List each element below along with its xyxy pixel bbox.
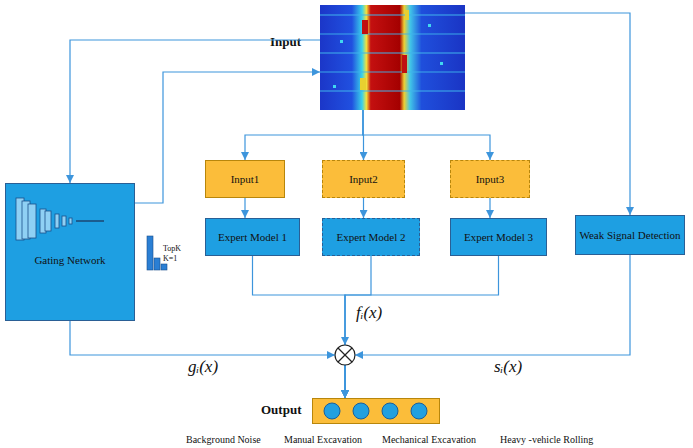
heatmap-spot xyxy=(360,78,366,90)
connector-line xyxy=(362,110,364,160)
node-label: Input3 xyxy=(476,173,505,186)
expert-box: Expert Model 1 xyxy=(205,218,300,256)
heatmap-streak xyxy=(320,71,465,73)
topk-label: K=1 xyxy=(163,254,177,263)
class-label: Background Noise xyxy=(186,434,261,445)
connector-line xyxy=(245,110,363,160)
node-label: Expert Model 2 xyxy=(336,231,405,244)
cnn-layer xyxy=(45,211,51,231)
multiply-cross xyxy=(338,348,352,362)
cnn-layer xyxy=(28,204,36,238)
output-unit xyxy=(382,403,398,419)
input-image: Input xyxy=(320,5,465,110)
connector-line xyxy=(135,72,320,203)
connector-line xyxy=(253,256,346,398)
connector-line xyxy=(345,255,630,398)
class-label: Mechanical Excavation xyxy=(382,434,476,445)
heatmap-streak xyxy=(320,90,465,92)
arrow-head xyxy=(327,351,335,359)
detector-box: Weak Signal Detection xyxy=(575,215,685,255)
heatmap-spot xyxy=(405,10,409,20)
cnn-layer xyxy=(69,218,72,224)
multiply-circle xyxy=(335,345,355,365)
multiply-symbol xyxy=(327,337,363,365)
cnn-icon xyxy=(16,198,104,240)
expert-box: Expert Model 2 xyxy=(322,218,420,256)
output-unit xyxy=(353,403,369,419)
heatmap-base xyxy=(320,5,465,110)
topk-bar xyxy=(161,264,167,270)
topk-bar xyxy=(154,258,160,270)
heatmap-spot xyxy=(333,85,336,88)
input-box: Input2 xyxy=(322,160,405,198)
heatmap-spot xyxy=(402,55,407,73)
class-label: Manual Excavation xyxy=(284,434,362,445)
heatmap-spot xyxy=(362,20,368,34)
topk-label: TopK xyxy=(163,244,181,253)
connector-line xyxy=(489,198,490,218)
gating-box: Gating Network xyxy=(5,183,135,321)
node-heading: Output xyxy=(261,403,301,418)
node-label: Input1 xyxy=(231,173,260,186)
heatmap-streak xyxy=(320,52,465,54)
multiply-cross xyxy=(338,348,352,362)
connector-line xyxy=(244,198,245,218)
output-box: Output xyxy=(312,398,440,424)
node-label: Input2 xyxy=(349,173,378,186)
output-units xyxy=(324,403,427,419)
arrow-head xyxy=(341,337,349,345)
heatmap-spot xyxy=(340,40,343,43)
heatmap-streak xyxy=(320,33,465,35)
connector-line xyxy=(345,256,371,398)
heatmap-spot xyxy=(440,62,443,65)
connector-line xyxy=(345,256,499,398)
input-box: Input1 xyxy=(205,160,285,198)
node-label: Expert Model 1 xyxy=(218,231,287,244)
signal-label: gᵢ(x) xyxy=(188,357,218,377)
output-unit xyxy=(411,403,427,419)
connector-line xyxy=(70,40,320,183)
node-label: Gating Network xyxy=(34,254,105,267)
connector-line xyxy=(70,321,345,398)
heatmap-spot xyxy=(428,24,431,27)
output-unit xyxy=(324,403,340,419)
class-label: Heavy -vehicle Rolling xyxy=(500,434,593,445)
node-label: Weak Signal Detection xyxy=(579,229,680,242)
node-label: Expert Model 3 xyxy=(464,231,533,244)
connector-line xyxy=(465,13,630,215)
input-box: Input3 xyxy=(450,160,530,198)
cnn-output xyxy=(76,220,104,221)
signal-label: fᵢ(x) xyxy=(356,303,382,323)
connector-line xyxy=(363,198,364,218)
signal-label: sᵢ(x) xyxy=(494,357,522,377)
node-heading: Input xyxy=(270,35,301,50)
cnn-layer xyxy=(22,201,30,239)
cnn-layer xyxy=(55,214,59,228)
topk-bar xyxy=(147,236,153,270)
heatmap-image xyxy=(320,5,465,110)
cnn-layer xyxy=(40,209,46,233)
connector-line xyxy=(363,110,490,160)
cnn-layer xyxy=(62,216,66,226)
heatmap-streak xyxy=(320,14,465,16)
cnn-layer xyxy=(16,198,24,240)
arrow-head xyxy=(355,351,363,359)
expert-box: Expert Model 3 xyxy=(450,218,547,256)
topk-bars xyxy=(147,236,167,270)
